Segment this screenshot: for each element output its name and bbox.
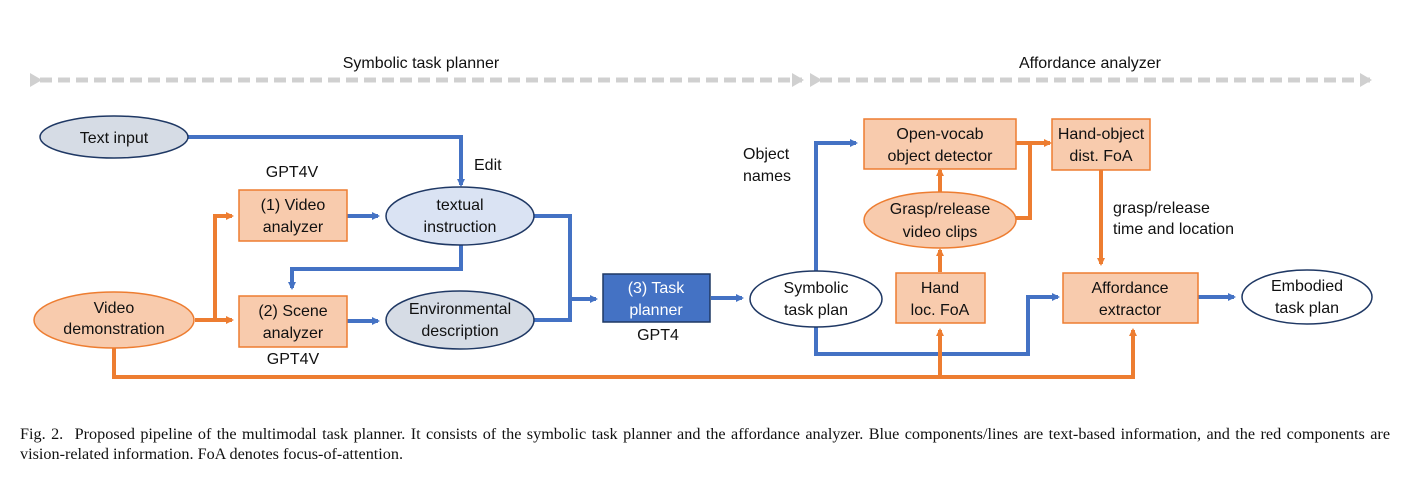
node-label: (3) Task [628, 280, 686, 297]
edge-video-to-video-analyzer [195, 212, 234, 322]
section-label-affordance: Affordance analyzer [1019, 55, 1162, 72]
node-label: instruction [424, 219, 497, 236]
edge-instruction-to-scene [288, 245, 463, 290]
edge-instruction-to-planner [534, 214, 598, 303]
node-label: Text input [80, 130, 149, 147]
node-task-planner: (3) Task planner GPT4 [602, 273, 711, 344]
node-label: task plan [1275, 300, 1339, 317]
node-label: task plan [784, 302, 848, 319]
figure-caption: Fig. 2. Proposed pipeline of the multimo… [20, 424, 1390, 464]
model-label: GPT4 [637, 327, 679, 344]
edge-label-grasp-release: time and location [1113, 221, 1234, 238]
node-affordance-extractor: Affordance extractor [1062, 272, 1199, 324]
node-text-input: Text input [39, 115, 189, 159]
edge-clips-to-hand-object [1015, 143, 1032, 220]
node-label: Hand [921, 280, 959, 297]
node-label: demonstration [63, 321, 164, 338]
model-label: GPT4V [266, 164, 319, 181]
section-label-symbolic: Symbolic task planner [343, 55, 500, 72]
node-label: Open-vocab [896, 126, 983, 143]
node-label: description [421, 323, 498, 340]
node-label: video clips [903, 224, 978, 241]
node-label: (1) Video [261, 197, 326, 214]
node-label: Grasp/release [890, 201, 991, 218]
edge-video-bottom-bus [112, 328, 1137, 379]
node-label: dist. FoA [1069, 148, 1132, 165]
node-open-vocab-detector: Open-vocab object detector [863, 118, 1017, 170]
edge-label-object-names: Object [743, 146, 790, 163]
caption-text: Proposed pipeline of the multimodal task… [20, 425, 1391, 463]
node-label: Affordance [1091, 280, 1168, 297]
node-environmental-description: Environmental description [385, 290, 535, 350]
node-label: Hand-object [1058, 126, 1145, 143]
edge-env-to-planner [534, 299, 572, 322]
node-label: planner [629, 302, 683, 319]
node-symbolic-task-plan: Symbolic task plan [749, 270, 883, 328]
node-label: (2) Scene [258, 303, 327, 320]
node-scene-analyzer: (2) Scene analyzer GPT4V [238, 295, 348, 368]
edge-text-to-instruction [188, 135, 465, 187]
node-label: extractor [1099, 302, 1162, 319]
node-label: textual [436, 197, 483, 214]
node-label: object detector [888, 148, 994, 165]
node-label: Symbolic [784, 280, 849, 297]
node-hand-object-foa: Hand-object dist. FoA [1051, 118, 1151, 171]
edge-label-edit: Edit [474, 157, 502, 174]
node-embodied-task-plan: Embodied task plan [1241, 269, 1373, 325]
model-label: GPT4V [267, 351, 320, 368]
node-textual-instruction: textual instruction [385, 186, 535, 246]
node-video-analyzer: GPT4V (1) Video analyzer [238, 164, 348, 242]
node-label: Video [94, 300, 135, 317]
edge-label-object-names: names [743, 168, 791, 185]
node-label: analyzer [263, 325, 324, 342]
node-label: Environmental [409, 301, 511, 318]
node-label: loc. FoA [911, 302, 970, 319]
edge-symbolic-to-detector [814, 139, 858, 277]
node-hand-loc-foa: Hand loc. FoA [895, 272, 986, 324]
node-grasp-release-clips: Grasp/release video clips [863, 191, 1017, 249]
node-label: Embodied [1271, 278, 1343, 295]
edge-symbolic-to-extractor [814, 293, 1060, 356]
figure-number: Fig. 2. [20, 425, 64, 443]
edge-label-grasp-release: grasp/release [1113, 200, 1210, 217]
node-label: analyzer [263, 219, 324, 236]
node-video-demonstration: Video demonstration [33, 291, 195, 349]
pipeline-diagram: Symbolic task planner Affordance analyze… [30, 55, 1373, 379]
